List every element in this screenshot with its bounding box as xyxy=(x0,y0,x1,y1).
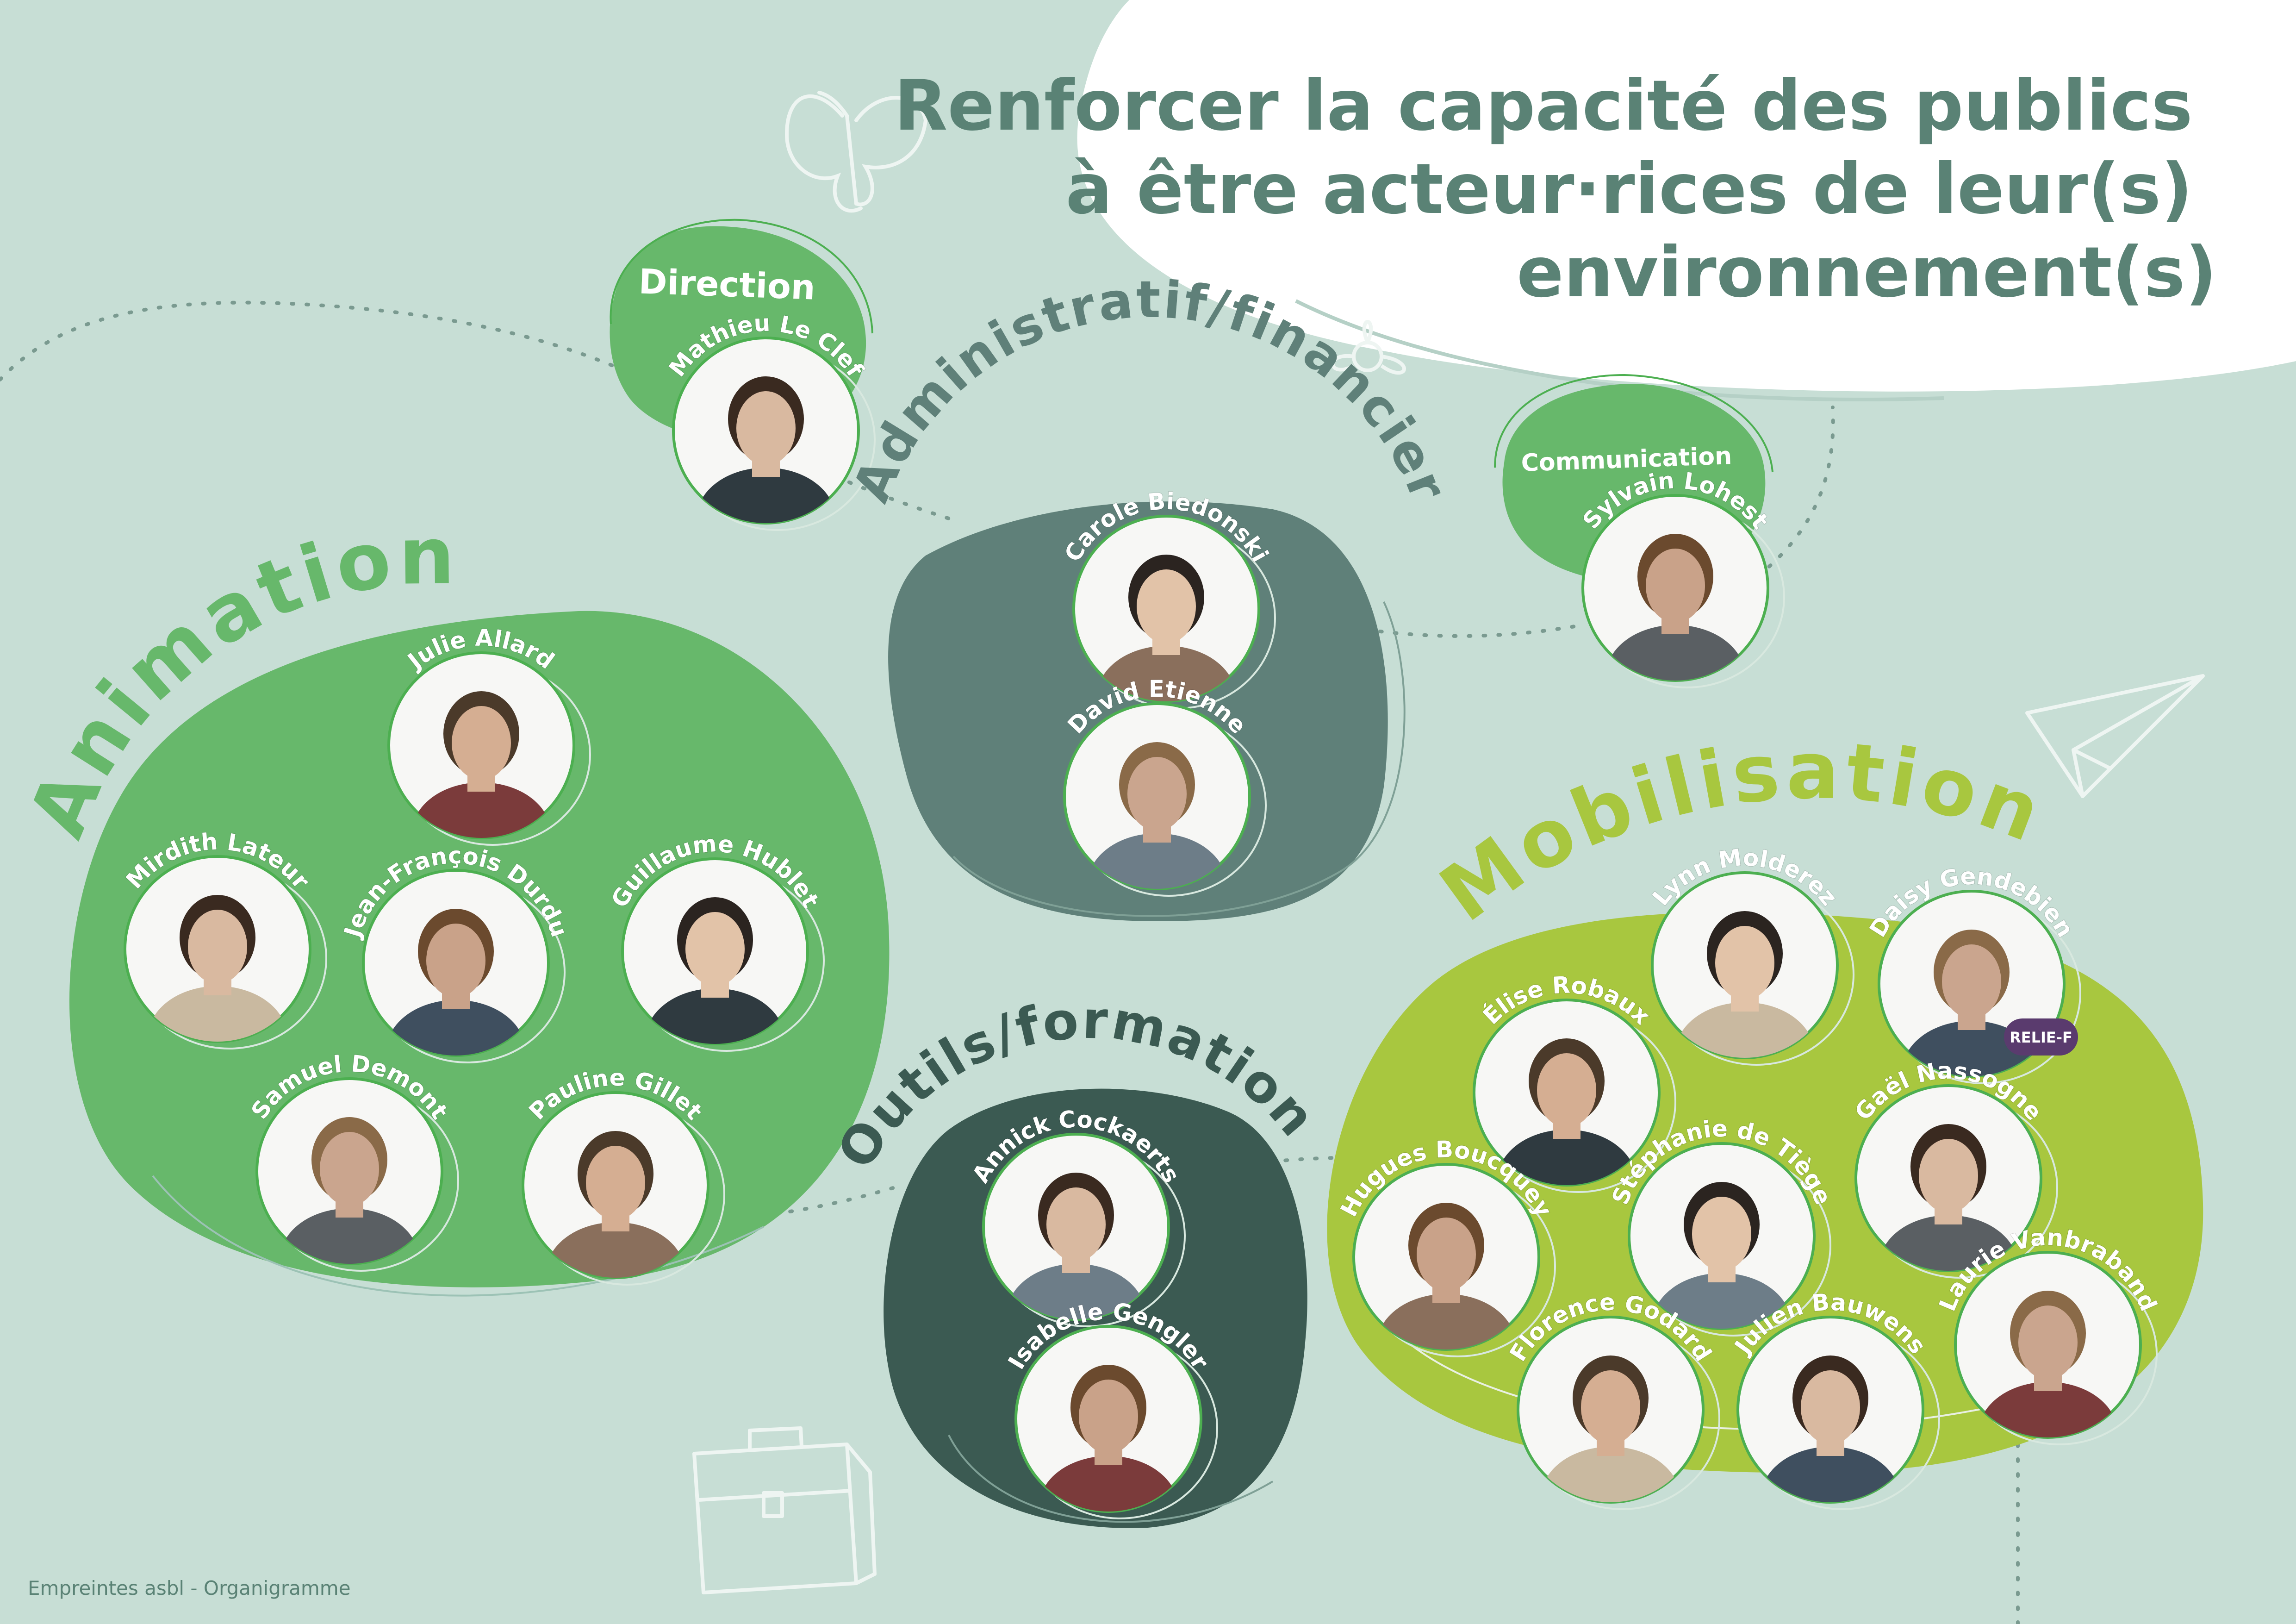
person-photo xyxy=(1675,911,1814,1058)
person-photo xyxy=(148,895,287,1042)
person-photo xyxy=(412,691,551,838)
person-photo xyxy=(697,376,835,523)
portrait-mathieu-le-clef: Mathieu Le Clef xyxy=(663,309,876,531)
title-line-1: Renforcer la capacité des publics xyxy=(894,66,2193,146)
person-photo xyxy=(1541,1355,1680,1502)
person-photo xyxy=(1377,1203,1516,1349)
title-line-3: environnement(s) xyxy=(1517,232,2217,313)
outils-blob-outline xyxy=(948,1435,1274,1523)
title-line-2: à être acteur·rices de leur(s) xyxy=(1065,149,2192,230)
person-photo xyxy=(1097,555,1236,701)
person-photo xyxy=(1879,1124,2018,1271)
relie-f-badge: RELIE-F xyxy=(2004,1018,2078,1056)
portrait-julien-bauwens: Julien Bauwens xyxy=(1728,1288,1940,1510)
person-photo xyxy=(1902,930,2041,1076)
communication-blob-outline xyxy=(1494,374,1773,473)
person-photo xyxy=(546,1131,685,1278)
person-photo xyxy=(280,1117,419,1264)
person-photo xyxy=(1606,534,1745,681)
direction-blob-outline xyxy=(610,219,873,334)
butterfly-icon xyxy=(784,91,928,213)
portrait-hugues-boucquey: Hugues Boucquey xyxy=(1335,1136,1558,1357)
page-title: Renforcer la capacité des publics à être… xyxy=(894,66,2217,313)
person-photo xyxy=(1088,742,1226,889)
administratif-blob-outline xyxy=(952,601,1406,917)
person-photo xyxy=(1652,1182,1791,1329)
portrait-gael-nassogne: Gaël Nassogne xyxy=(1849,1057,2058,1279)
person-photo xyxy=(646,897,784,1044)
portrait-florence-godard: Florence Godard xyxy=(1504,1288,1720,1510)
portrait-lynn-molderez: Lynn Molderez xyxy=(1647,843,1854,1066)
person-photo xyxy=(1007,1173,1145,1319)
briefcase-icon xyxy=(692,1426,877,1594)
paper-plane-icon xyxy=(2025,674,2205,798)
relie-f-badge-text: RELIE-F xyxy=(2010,1029,2072,1046)
person-photo xyxy=(1761,1355,1900,1502)
flower-icon xyxy=(1331,320,1406,375)
footer: Empreintes asbl - Organigramme xyxy=(28,1577,351,1599)
portrait-david-etienne: David Etienne xyxy=(1062,675,1267,897)
portrait-guillaume-hublet: Guillaume Hublet xyxy=(605,830,825,1052)
person-photo xyxy=(1497,1038,1636,1185)
title-blob xyxy=(1077,0,2296,392)
direction-label: Direction xyxy=(638,262,816,307)
person-photo xyxy=(1039,1365,1178,1512)
person-photo xyxy=(1979,1291,2117,1437)
person-photo xyxy=(386,909,525,1056)
animation-blob-outline xyxy=(152,1175,764,1297)
portrait-carole-biedonski: Carole Biedonski xyxy=(1059,487,1276,709)
